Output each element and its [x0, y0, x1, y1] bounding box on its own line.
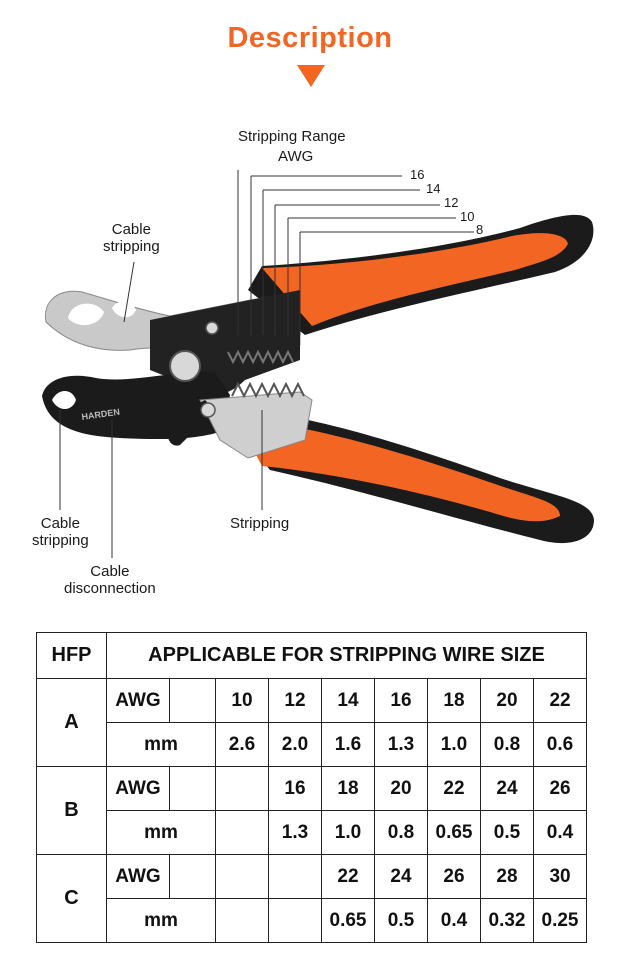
- small-pivot: [205, 321, 219, 335]
- label-line: stripping: [32, 532, 89, 549]
- table-cell: 1.3: [374, 722, 428, 767]
- table-cell: 1.6: [321, 722, 375, 767]
- table-cell: 2.0: [268, 722, 322, 767]
- table-row: C AWG 22 24 26 28 30: [36, 854, 588, 943]
- gauge-12: 12: [444, 195, 459, 210]
- gauge-teeth: [227, 349, 294, 365]
- table-cell: 0.8: [374, 810, 428, 855]
- table-cell: 1.0: [321, 810, 375, 855]
- table-row: mm 1.3 1.0 0.8 0.65 0.5 0.4: [37, 810, 588, 855]
- gauge-16: 16: [410, 167, 425, 182]
- label-line: disconnection: [64, 580, 156, 597]
- awg-label: AWG: [278, 148, 314, 165]
- upper-jaw-notch: [68, 303, 104, 326]
- table-cell: 22: [532, 678, 588, 723]
- awg-row-label: AWG: [106, 854, 170, 899]
- table-cell: 16: [268, 766, 322, 811]
- label-line: stripping: [103, 238, 160, 255]
- cable-stripping-top-label: Cable stripping: [103, 221, 160, 255]
- table-cell: 22: [427, 766, 481, 811]
- table-cell: 20: [374, 766, 428, 811]
- wire-stripper-illustration: HARDEN: [42, 170, 594, 558]
- table-cell: [268, 854, 322, 899]
- cable-stripping-left-label: Cable stripping: [32, 515, 89, 549]
- lower-handle-grip: [248, 422, 560, 522]
- awg-row-label: AWG: [106, 678, 170, 723]
- table-cell: 30: [532, 854, 588, 899]
- upper-handle-grip: [262, 233, 568, 326]
- spacer-cell: [169, 854, 216, 899]
- table-cell: 0.8: [480, 722, 534, 767]
- table-cell: 26: [427, 854, 481, 899]
- table-cell: 2.6: [215, 722, 269, 767]
- spacer-cell: [169, 766, 216, 811]
- mm-row-label: mm: [106, 810, 216, 855]
- wire-size-table: HFP APPLICABLE FOR STRIPPING WIRE SIZE A…: [36, 632, 588, 943]
- table-cell: [215, 854, 269, 899]
- leader-lines: [59, 170, 474, 558]
- gauge-14: 14: [426, 181, 441, 196]
- hfp-header: HFP: [36, 632, 107, 679]
- spacer-cell: [169, 678, 216, 723]
- label-line: Cable: [40, 515, 80, 532]
- table-cell: 0.4: [427, 898, 481, 943]
- table-header: APPLICABLE FOR STRIPPING WIRE SIZE: [105, 632, 588, 679]
- table-cell: 24: [374, 854, 428, 899]
- stripping-blade: [199, 391, 313, 459]
- main-pivot: [169, 350, 201, 382]
- label-line: Cable: [90, 563, 130, 580]
- table-cell: 12: [268, 678, 322, 723]
- lower-jaw-notch: [52, 391, 76, 409]
- table-cell: [215, 898, 269, 943]
- table-cell: 18: [321, 766, 375, 811]
- lock-pivot: [200, 402, 216, 418]
- table-row: B AWG 16 18 20 22 24 26: [36, 766, 588, 855]
- page-title: Description: [227, 22, 393, 54]
- gauge-8: 8: [476, 222, 484, 237]
- table-cell: [215, 766, 269, 811]
- table-cell: 22: [321, 854, 375, 899]
- table-cell: 0.4: [532, 810, 588, 855]
- table-cell: [268, 898, 322, 943]
- group-label: B: [36, 766, 107, 855]
- label-line: Cable: [111, 221, 151, 238]
- table-cell: 1.0: [427, 722, 481, 767]
- table-cell: 0.6: [532, 722, 588, 767]
- cable-disconnection-label: Cable disconnection: [64, 563, 156, 597]
- stripping-label: Stripping: [230, 515, 290, 532]
- table-cell: 0.65: [427, 810, 481, 855]
- group-label: C: [36, 854, 107, 943]
- down-arrow-icon: [297, 65, 325, 87]
- table-cell: 0.65: [321, 898, 375, 943]
- table-cell: 0.25: [532, 898, 588, 943]
- table-row: A AWG 10 12 14 16 18 20 22: [36, 678, 588, 767]
- table-cell: [215, 810, 269, 855]
- table-cell: 24: [480, 766, 534, 811]
- table-cell: 0.5: [374, 898, 428, 943]
- gauge-10: 10: [460, 209, 475, 224]
- table-cell: 0.5: [480, 810, 534, 855]
- blade-teeth: [231, 381, 305, 399]
- mm-row-label: mm: [106, 722, 216, 767]
- table-cell: 18: [427, 678, 481, 723]
- upper-jaw-notch-2: [112, 301, 136, 318]
- table-cell: 16: [374, 678, 428, 723]
- table-cell: 20: [480, 678, 534, 723]
- table-cell: 1.3: [268, 810, 322, 855]
- awg-row-label: AWG: [106, 766, 170, 811]
- mm-row-label: mm: [106, 898, 216, 943]
- table-cell: 10: [215, 678, 269, 723]
- table-cell: 26: [532, 766, 588, 811]
- table-cell: 14: [321, 678, 375, 723]
- table-row: mm 2.6 2.0 1.6 1.3 1.0 0.8 0.6: [37, 722, 588, 767]
- stripping-range-label: Stripping Range: [238, 128, 346, 145]
- group-label: A: [36, 678, 107, 767]
- table-cell: 28: [480, 854, 534, 899]
- table-row: mm 0.65 0.5 0.4 0.32 0.25: [37, 898, 588, 943]
- table-cell: 0.32: [480, 898, 534, 943]
